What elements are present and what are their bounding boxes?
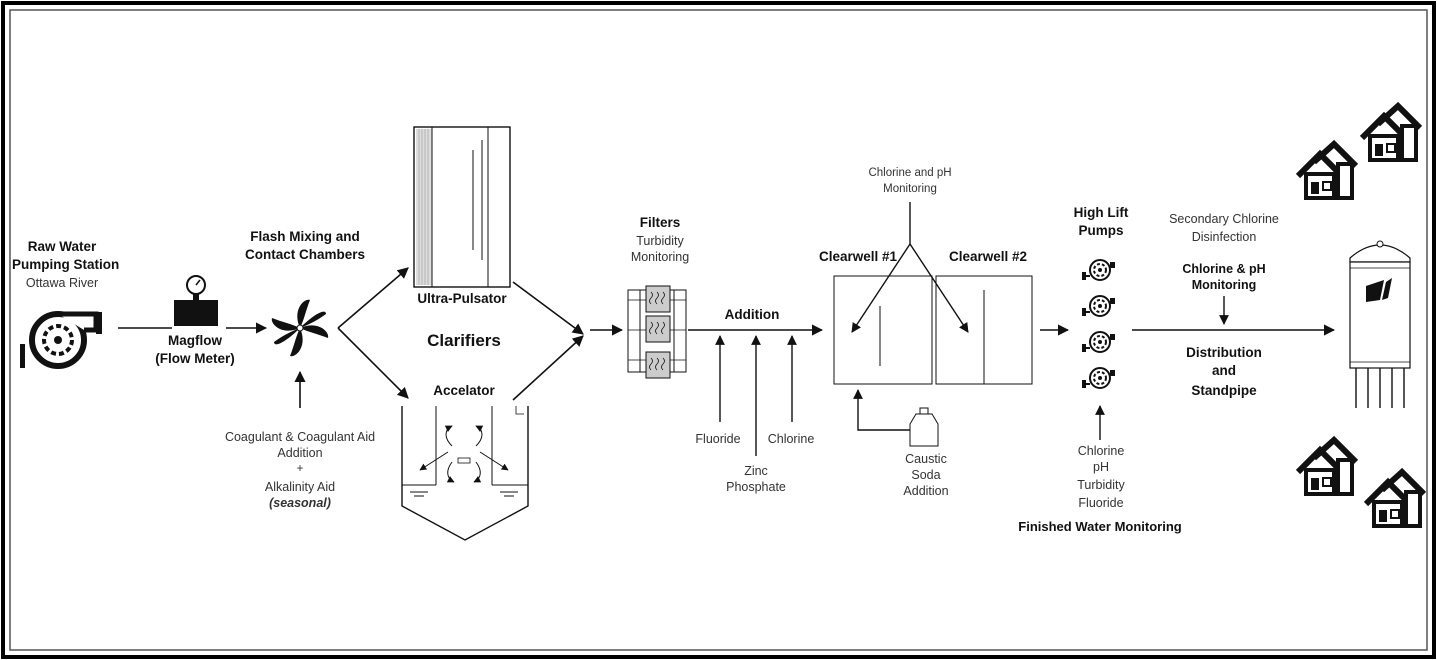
coagulant-line3: Alkalinity Aid xyxy=(264,480,336,494)
finished-turbidity: Turbidity xyxy=(1077,478,1125,492)
coagulant-line1: Coagulant & Coagulant Aid xyxy=(224,430,376,444)
dist-monitor-2: Monitoring xyxy=(1191,278,1257,292)
secondary-chlorine-2: Disinfection xyxy=(1191,230,1257,244)
clarifiers-title: Clarifiers xyxy=(427,331,501,350)
high-lift-pump-2-icon xyxy=(1081,295,1116,317)
flash-mixer-icon xyxy=(271,299,329,357)
house-icon-1 xyxy=(1362,106,1420,160)
filters-title: Filters xyxy=(639,215,681,230)
flash-mixing-title-2: Contact Chambers xyxy=(244,247,366,262)
addition-title: Addition xyxy=(724,307,780,322)
high-lift-pump-4-icon xyxy=(1081,367,1116,389)
secondary-chlorine-1: Secondary Chlorine xyxy=(1169,212,1279,226)
clearwell-1-icon xyxy=(833,275,933,385)
caustic-label-3: Addition xyxy=(903,484,949,498)
magflow-icon xyxy=(174,275,218,326)
cw-monitor-line2: Monitoring xyxy=(883,183,937,195)
phosphate-label: Phosphate xyxy=(726,480,786,494)
cw-monitor-line1: Chlorine and pH xyxy=(868,167,952,179)
caustic-soda-line xyxy=(853,389,910,431)
raw-water-source: Ottawa River xyxy=(25,276,99,290)
finished-ph: pH xyxy=(1093,460,1109,474)
accelator-label: Accelator xyxy=(433,383,495,398)
clearwell-2-label: Clearwell #2 xyxy=(948,249,1028,264)
raw-water-title: Raw Water xyxy=(27,239,97,254)
distribution-and: and xyxy=(1211,363,1236,378)
zinc-label: Zinc xyxy=(744,464,768,478)
coagulant-line2: Addition xyxy=(277,446,323,460)
magflow-subtitle: (Flow Meter) xyxy=(155,351,235,366)
accelator-icon xyxy=(401,406,529,541)
finished-water-monitoring: Finished Water Monitoring xyxy=(1018,519,1182,534)
finished-chlorine: Chlorine xyxy=(1077,444,1125,458)
standpipe-label: Standpipe xyxy=(1191,383,1257,398)
monitor-arrow-cw1 xyxy=(851,243,911,333)
high-lift-title-2: Pumps xyxy=(1078,223,1124,238)
raw-water-title-2: Pumping Station xyxy=(12,257,120,272)
coagulant-line4: (seasonal) xyxy=(269,496,331,510)
arrow-accelator-to-filters xyxy=(512,335,584,401)
clearwell-1-label: Clearwell #1 xyxy=(818,249,898,264)
magflow-title: Magflow xyxy=(168,333,222,348)
flash-mixing-title: Flash Mixing and xyxy=(250,229,360,244)
house-icon-4 xyxy=(1366,472,1424,526)
house-icon-3 xyxy=(1298,440,1356,494)
inner-frame xyxy=(9,9,1428,651)
caustic-label-2: Soda xyxy=(911,468,941,482)
high-lift-pump-3-icon xyxy=(1081,331,1116,353)
filters-sub2: Monitoring xyxy=(630,250,690,264)
monitor-arrow-cw2 xyxy=(909,243,969,333)
chlorine-addition-label: Chlorine xyxy=(767,432,815,446)
standpipe-tower-icon xyxy=(1349,240,1411,408)
ultra-pulsator-label: Ultra-Pulsator xyxy=(417,291,507,306)
arrow-ultra-to-filters xyxy=(512,281,584,335)
dist-monitor-1: Chlorine & pH xyxy=(1182,262,1266,276)
high-lift-title: High Lift xyxy=(1073,205,1129,220)
ultra-pulsator-icon xyxy=(413,126,511,288)
arrow-to-ultra-pulsator xyxy=(337,267,409,329)
filters-sub1: Turbidity xyxy=(636,234,684,248)
finished-fluoride: Fluoride xyxy=(1078,496,1124,510)
coagulant-plus: + xyxy=(296,463,304,475)
caustic-soda-tank-icon xyxy=(909,407,939,447)
clearwell-2-icon xyxy=(935,275,1033,385)
high-lift-pump-1-icon xyxy=(1081,259,1116,281)
arrow-to-accelator xyxy=(337,327,409,399)
filters-icon xyxy=(627,285,687,379)
distribution-label: Distribution xyxy=(1186,345,1262,360)
caustic-label-1: Caustic xyxy=(905,452,947,466)
fluoride-label: Fluoride xyxy=(695,432,741,446)
raw-water-pump-icon xyxy=(20,311,102,369)
house-icon-2 xyxy=(1298,144,1356,198)
